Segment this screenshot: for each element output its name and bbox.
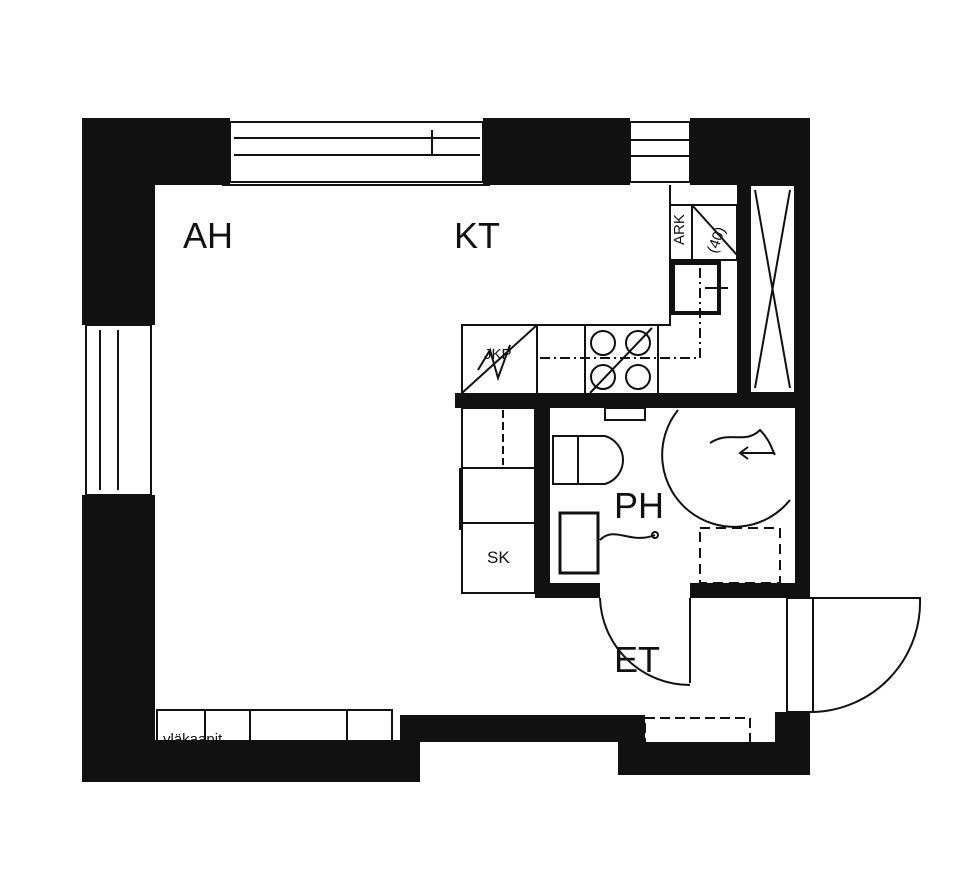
wall-top-right — [690, 118, 810, 185]
room-label-living: AH — [183, 215, 234, 256]
storage-cabinet — [669, 204, 738, 261]
cabinet-sk — [461, 522, 536, 594]
storage-label: ARK — [671, 214, 688, 245]
entry-door — [786, 597, 922, 713]
window-top-small — [629, 121, 691, 183]
wall-bottom-right2 — [618, 715, 645, 775]
window-top — [222, 121, 490, 186]
wall-closet — [737, 185, 750, 395]
wall-bath-bottom-l — [535, 583, 600, 598]
fridge-label: JKP — [484, 346, 512, 363]
wall-bath-top — [455, 393, 810, 408]
upper-cabinets-label: yläkaapit — [163, 731, 223, 748]
bathroom-door — [599, 597, 691, 686]
wall-top-mid — [483, 118, 630, 185]
cabinet-label: SK — [487, 548, 510, 567]
wall-right — [795, 118, 810, 595]
upper-cabinets — [156, 709, 393, 756]
window-left — [85, 324, 152, 496]
stove-icon — [589, 327, 653, 394]
closet-icon — [749, 184, 796, 394]
wall-bottom-notch — [400, 715, 420, 782]
wall-top-left — [82, 118, 230, 185]
toilet-icon — [552, 435, 624, 485]
fridge-symbol — [461, 324, 538, 394]
wall-bath-bottom-r — [690, 583, 810, 598]
wall-corner — [775, 712, 810, 775]
wall-left-bottom — [82, 495, 155, 782]
shower-curtain — [661, 409, 791, 528]
room-label-kitchen: KT — [454, 215, 501, 256]
wall-bath-left — [535, 408, 550, 598]
room-label-entry: ET — [614, 639, 661, 680]
wall-bottom-step — [400, 715, 640, 742]
washbasin-icon — [558, 511, 600, 575]
room-label-bathroom: PH — [614, 485, 665, 526]
